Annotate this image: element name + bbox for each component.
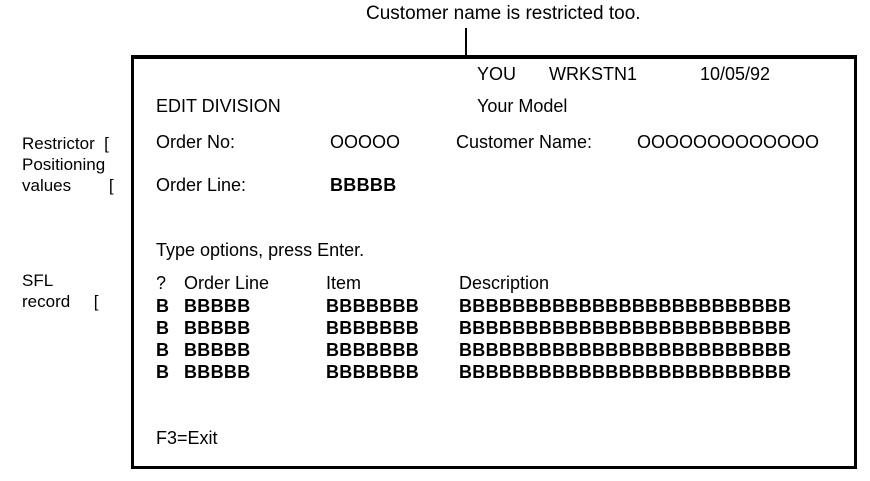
screen-model-label: Your Model bbox=[477, 96, 568, 116]
row-option-input[interactable]: B bbox=[156, 318, 170, 338]
column-header-item: Item bbox=[326, 273, 362, 293]
screen-title: EDIT DIVISION bbox=[156, 96, 281, 116]
row-option-input[interactable]: B bbox=[156, 296, 170, 316]
row-order-line: BBBBB bbox=[184, 296, 251, 316]
table-row[interactable]: B BBBBB BBBBBBB BBBBBBBBBBBBBBBBBBBBBBBB… bbox=[134, 295, 854, 317]
header-workstation: WRKSTN1 bbox=[549, 64, 638, 84]
column-header-option: ? bbox=[156, 273, 167, 293]
customer-name-field[interactable]: OOOOOOOOOOOOO bbox=[637, 132, 820, 152]
header-date: 10/05/92 bbox=[700, 64, 771, 84]
margin-note-restrictor: Restrictor [ Positioning values [ bbox=[22, 134, 114, 195]
column-header-order-line: Order Line bbox=[184, 273, 270, 293]
row-option-input[interactable]: B bbox=[156, 340, 170, 360]
header-user: YOU bbox=[477, 64, 517, 84]
customer-name-label: Customer Name: bbox=[456, 132, 593, 152]
order-line-label: Order Line: bbox=[156, 175, 247, 195]
row-description: BBBBBBBBBBBBBBBBBBBBBBBBB bbox=[459, 318, 792, 338]
table-row[interactable]: B BBBBB BBBBBBB BBBBBBBBBBBBBBBBBBBBBBBB… bbox=[134, 339, 854, 361]
annotation-caption: Customer name is restricted too. bbox=[366, 3, 641, 24]
order-line-field[interactable]: BBBBB bbox=[330, 175, 397, 195]
instruction-text: Type options, press Enter. bbox=[156, 240, 365, 260]
row-item: BBBBBBB bbox=[326, 318, 420, 338]
row-description: BBBBBBBBBBBBBBBBBBBBBBBBB bbox=[459, 362, 792, 382]
row-item: BBBBBBB bbox=[326, 296, 420, 316]
margin-note-sfl-record: SFL record [ bbox=[22, 271, 99, 311]
function-keys[interactable]: F3=Exit bbox=[156, 428, 218, 448]
row-option-input[interactable]: B bbox=[156, 362, 170, 382]
row-item: BBBBBBB bbox=[326, 340, 420, 360]
row-description: BBBBBBBBBBBBBBBBBBBBBBBBB bbox=[459, 340, 792, 360]
row-order-line: BBBBB bbox=[184, 318, 251, 338]
row-order-line: BBBBB bbox=[184, 362, 251, 382]
row-item: BBBBBBB bbox=[326, 362, 420, 382]
order-no-field[interactable]: OOOOO bbox=[330, 132, 401, 152]
terminal-screen: YOU WRKSTN1 10/05/92 EDIT DIVISION Your … bbox=[131, 55, 857, 469]
order-no-label: Order No: bbox=[156, 132, 236, 152]
table-row[interactable]: B BBBBB BBBBBBB BBBBBBBBBBBBBBBBBBBBBBBB… bbox=[134, 317, 854, 339]
column-header-description: Description bbox=[459, 273, 550, 293]
row-order-line: BBBBB bbox=[184, 340, 251, 360]
row-description: BBBBBBBBBBBBBBBBBBBBBBBBB bbox=[459, 296, 792, 316]
table-row[interactable]: B BBBBB BBBBBBB BBBBBBBBBBBBBBBBBBBBBBBB… bbox=[134, 361, 854, 383]
